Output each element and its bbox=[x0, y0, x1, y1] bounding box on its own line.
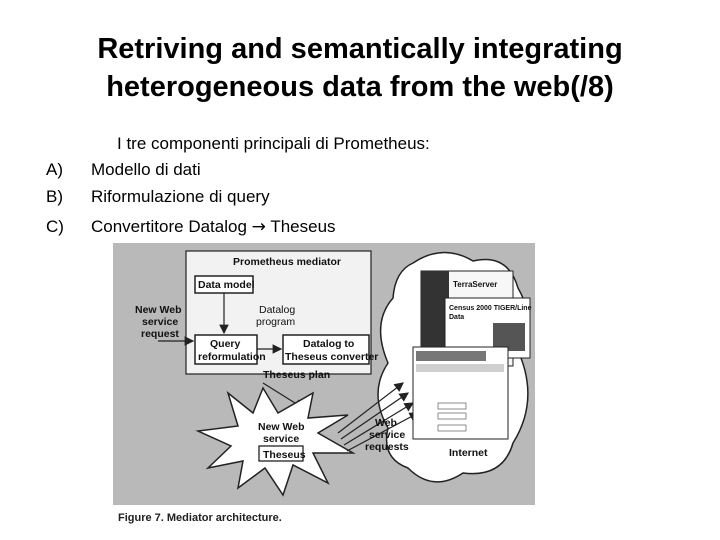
new-request-line-2: service bbox=[142, 316, 178, 328]
slide-title: Retriving and semantically integrating h… bbox=[20, 30, 700, 106]
component-b-letter: B) bbox=[46, 187, 63, 206]
web-service-requests-line-3: requests bbox=[365, 441, 409, 453]
right-arrow-icon: → bbox=[251, 217, 266, 237]
new-web-service-line-1: New Web bbox=[258, 421, 304, 433]
datalog-program-line-2: program bbox=[256, 316, 295, 328]
white-pages-field-2 bbox=[437, 412, 467, 420]
query-reformulation-line-2: reformulation bbox=[198, 351, 266, 363]
figure-caption-area: Figure 7. Mediator architecture. bbox=[113, 505, 535, 535]
component-a-text: Modello di dati bbox=[91, 160, 201, 179]
mediator-architecture-figure: Prometheus mediator Data model Datalog p… bbox=[113, 243, 535, 535]
component-a-letter: A) bbox=[46, 160, 63, 179]
mediator-label: Prometheus mediator bbox=[233, 256, 341, 268]
component-c-letter: C) bbox=[46, 217, 64, 236]
request-arrow-3 bbox=[343, 402, 415, 446]
theseus-plan-label: Theseus plan bbox=[263, 369, 330, 381]
internet-label: Internet bbox=[449, 447, 488, 459]
terraserver-label: TerraServer bbox=[453, 280, 497, 289]
data-model-label: Data model bbox=[198, 279, 255, 291]
terraserver-header bbox=[421, 271, 449, 351]
component-c-target: Theseus bbox=[270, 217, 336, 236]
datalog-to-theseus-line-2: Theseus converter bbox=[285, 351, 378, 363]
mediator-diagram: Prometheus mediator Data model Datalog p… bbox=[135, 250, 532, 497]
datalog-to-theseus-line-1: Datalog to bbox=[303, 338, 354, 350]
theseus-box bbox=[258, 445, 304, 462]
census-line-2: Data bbox=[449, 314, 464, 321]
new-request-line-3: request bbox=[141, 328, 179, 340]
request-arrow-2 bbox=[340, 392, 409, 440]
query-reformulation-line-1: Query bbox=[210, 338, 241, 350]
component-c-clip: C) Convertitore Datalog → Theseus bbox=[0, 216, 720, 237]
new-web-service-starburst bbox=[195, 386, 356, 497]
white-pages-header bbox=[416, 351, 486, 361]
component-a: A) Modello di dati bbox=[46, 159, 201, 181]
intro-text: I tre componenti principali di Prometheu… bbox=[117, 134, 430, 153]
component-c-text: Convertitore Datalog bbox=[91, 217, 247, 236]
component-c: C) Convertitore Datalog → Theseus bbox=[46, 216, 336, 237]
theseus-label: Theseus bbox=[263, 449, 306, 461]
request-arrow-4 bbox=[346, 412, 420, 452]
request-arrow-1 bbox=[337, 382, 404, 434]
slide-title-line-2: heterogeneous data from the web(/8) bbox=[106, 71, 614, 103]
datalog-program-line-1: Datalog bbox=[259, 304, 295, 316]
component-b-text: Riformulazione di query bbox=[91, 187, 270, 206]
white-pages-bar bbox=[416, 364, 504, 372]
datalog-to-theseus-box bbox=[282, 334, 370, 365]
white-pages-page bbox=[412, 346, 509, 440]
component-b: B) Riformulazione di query bbox=[46, 186, 270, 208]
figure-caption: Figure 7. Mediator architecture. bbox=[118, 512, 282, 524]
slide-title-line-1: Retriving and semantically integrating bbox=[97, 33, 623, 65]
web-service-requests-line-2: service bbox=[369, 429, 405, 441]
new-request-line-1: New Web bbox=[135, 304, 181, 316]
web-service-requests-line-1: Web bbox=[375, 417, 397, 429]
white-pages-field-1 bbox=[437, 402, 467, 410]
census-image bbox=[493, 323, 525, 351]
census-line-1: Census 2000 TIGER/Line bbox=[449, 305, 532, 312]
new-web-service-line-2: service bbox=[263, 433, 299, 445]
white-pages-field-3 bbox=[437, 424, 467, 432]
